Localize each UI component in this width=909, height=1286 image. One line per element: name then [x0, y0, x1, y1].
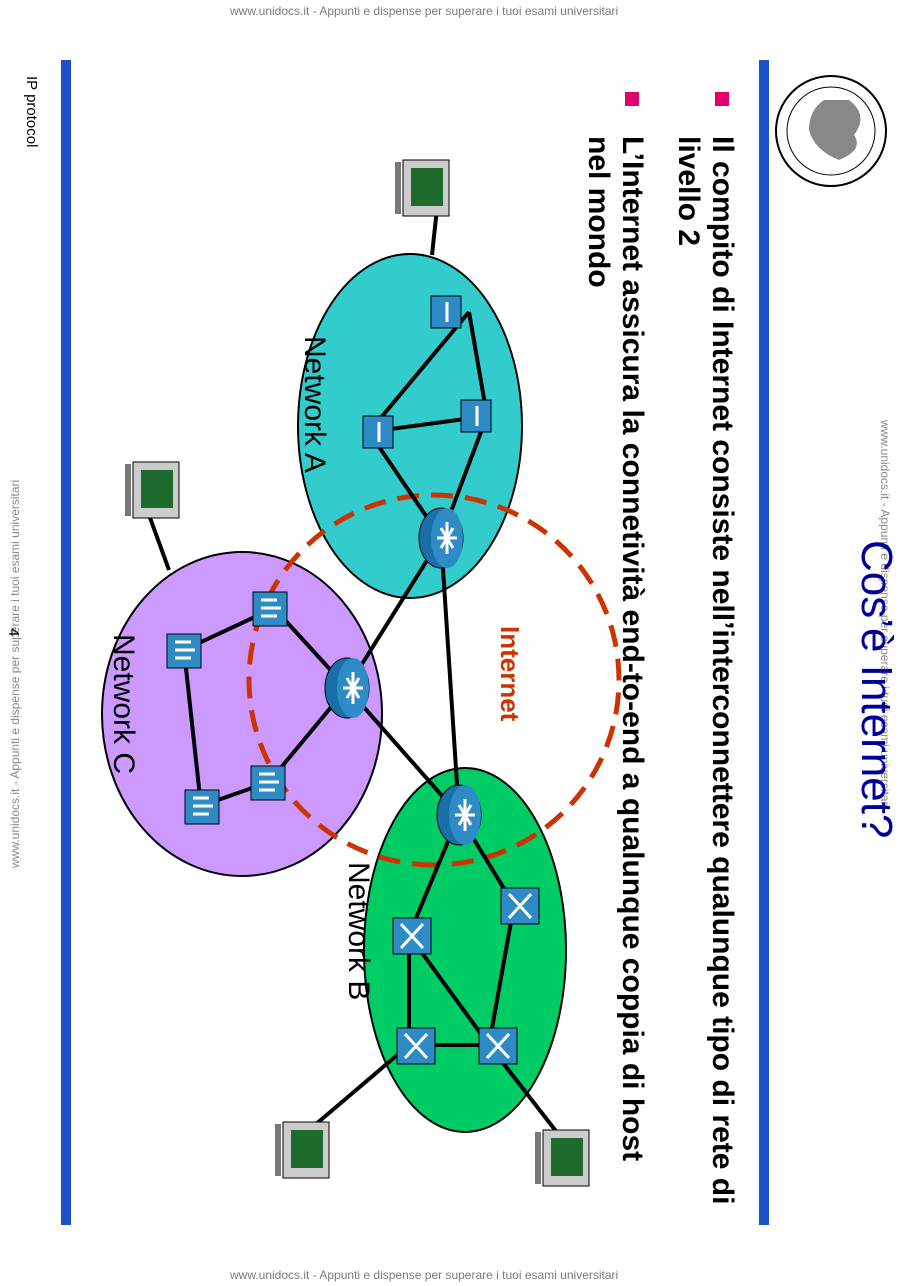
switch-icon: [478, 1027, 518, 1065]
computer-icon: [395, 159, 450, 217]
hub-icon: [252, 591, 288, 627]
hub-icon: [184, 789, 220, 825]
politecnico-logo: [775, 75, 887, 187]
hub-icon: [250, 765, 286, 801]
top-rule: [759, 60, 769, 1225]
watermark-top: www.unidocs.it - Appunti e dispense per …: [230, 4, 619, 18]
router-icon: [324, 657, 370, 719]
bridge-icon: [430, 295, 462, 329]
network-b-label: Network B: [342, 862, 375, 1000]
computer-icon: [275, 1121, 330, 1179]
bullet-item: Il compito di Internet consiste nell’int…: [671, 92, 739, 1206]
bullet-item: L’Internet assicura la connetività end-t…: [581, 92, 649, 1206]
network-c-label: Network C: [107, 634, 140, 774]
computer-icon: [535, 1129, 590, 1187]
switch-icon: [392, 917, 432, 955]
bridge-icon: [362, 415, 394, 449]
switch-icon: [500, 887, 540, 925]
bridge-icon: [460, 399, 492, 433]
switch-icon: [396, 1027, 436, 1065]
internet-boundary: [246, 492, 622, 868]
computer-icon: [125, 461, 180, 519]
bullet-marker: [625, 92, 639, 106]
hub-icon: [166, 633, 202, 669]
internet-label: Internet: [495, 626, 525, 722]
network-c-cloud: [101, 551, 383, 877]
slide-title: Cos’è Internet?: [852, 540, 901, 839]
bullet-text: Il compito di Internet consiste nell’int…: [672, 136, 739, 1205]
router-icon: [436, 784, 482, 846]
network-a-label: Network A: [298, 336, 331, 473]
bullet-text: L’Internet assicura la connetività end-t…: [582, 136, 649, 1162]
bullet-marker: [715, 92, 729, 106]
watermark-bottom: www.unidocs.it - Appunti e dispense per …: [230, 1268, 619, 1282]
router-icon: [418, 507, 464, 569]
bottom-rule: [61, 60, 71, 1225]
